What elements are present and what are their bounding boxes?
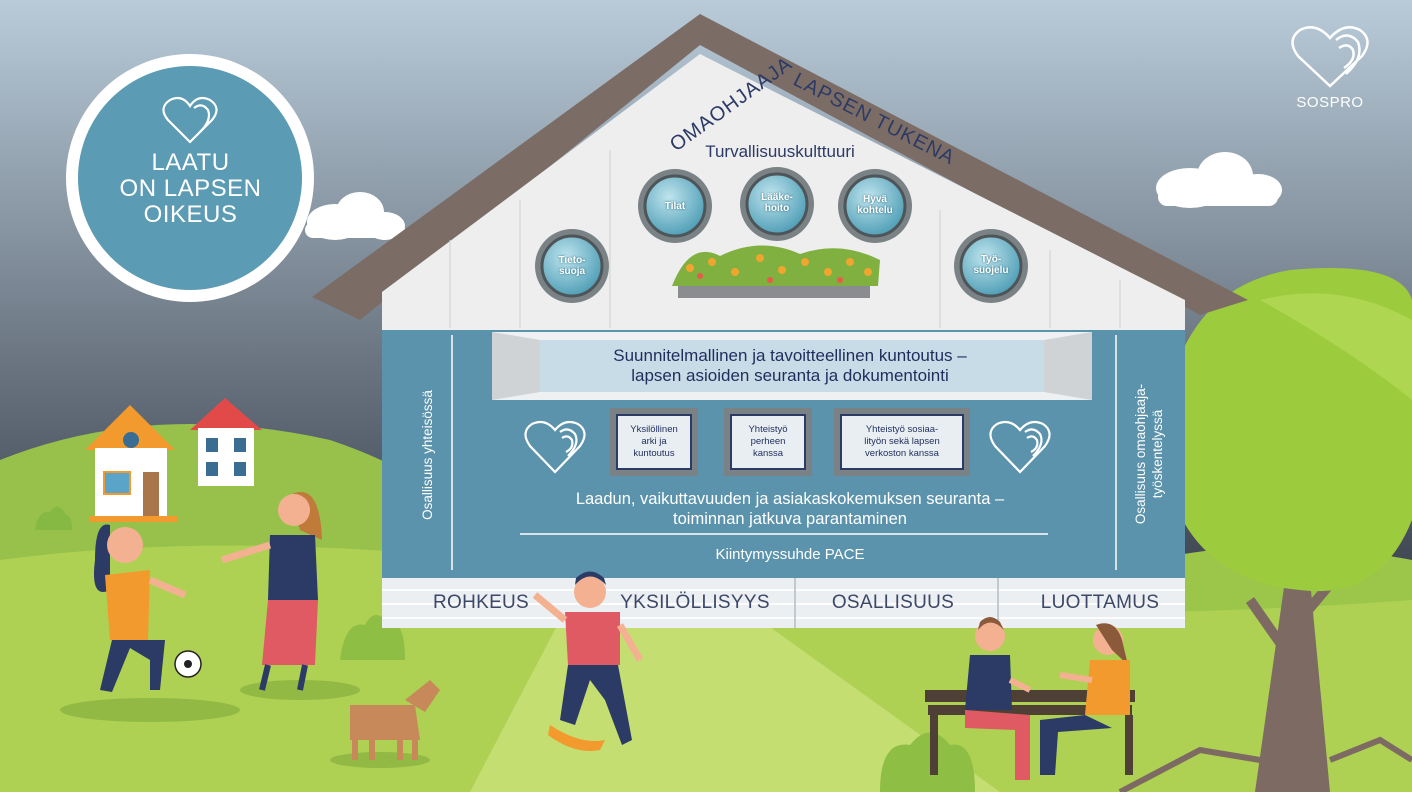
boy-skateboarding bbox=[532, 571, 644, 751]
panel-line-2: lapsen asioiden seuranta ja dokumentoint… bbox=[631, 366, 949, 385]
panel-line-1: Suunnitelmallinen ja tavoitteellinen kun… bbox=[613, 346, 967, 365]
foundation-rohkeus: ROHKEUS bbox=[432, 592, 530, 613]
tree bbox=[1118, 268, 1412, 792]
dog bbox=[330, 680, 440, 768]
quality-line-1: Laadun, vaikuttavuuden ja asiakaskokemuk… bbox=[575, 490, 1005, 508]
right-vertical-line-2: työskentelyssä bbox=[1150, 409, 1165, 499]
bush bbox=[880, 732, 975, 792]
badge-line-3: OIKEUS bbox=[143, 201, 238, 228]
sospro-logo-text: SOSPRO bbox=[1296, 94, 1364, 111]
badge-title: LAATU ON LAPSEN OIKEUS bbox=[88, 150, 293, 228]
heart-logo-icon bbox=[162, 96, 218, 144]
badge-line-2: ON LAPSEN bbox=[119, 175, 262, 202]
small-house-red bbox=[190, 398, 262, 486]
attic-title: Turvallisuuskulttuuri bbox=[705, 142, 855, 161]
window-label-tilat: Tilat bbox=[664, 201, 686, 212]
girl-soccer bbox=[60, 524, 240, 722]
woman-standing bbox=[220, 492, 360, 700]
foundation-luottamus: LUOTTAMUS bbox=[1040, 592, 1160, 613]
badge-circle bbox=[66, 54, 314, 302]
bush bbox=[35, 506, 72, 530]
heart-logo-icon bbox=[989, 420, 1051, 474]
badge-line-1: LAATU bbox=[151, 149, 230, 176]
sub-box-frames bbox=[610, 408, 970, 476]
foundation-osallisuus: OSALLISUUS bbox=[831, 592, 955, 613]
right-vertical-label: Osallisuus omaohjaaja- työskentelyssä bbox=[1132, 354, 1168, 554]
round-window-tietosuoja bbox=[535, 229, 609, 303]
small-house-orange bbox=[85, 405, 178, 522]
window-label-tietosuoja: Tieto-suoja bbox=[558, 255, 586, 277]
window-label-tyosuojelu: Työ-suojelu bbox=[973, 254, 1009, 276]
round-window-kohtelu bbox=[838, 169, 912, 243]
quality-line-2: toiminnan jatkuva parantaminen bbox=[673, 510, 907, 528]
round-window-laakehoito bbox=[740, 167, 814, 241]
cloud-left bbox=[305, 192, 405, 240]
cloud-right bbox=[1156, 152, 1282, 208]
foundation-yksilollisyys: YKSILÖLLISYYS bbox=[620, 592, 770, 613]
heart-logo-icon bbox=[524, 420, 586, 474]
attachment-pace: Kiintymyssuhde PACE bbox=[715, 546, 865, 563]
left-vertical-label: Osallisuus yhteisössä bbox=[420, 390, 435, 520]
sospro-heart-icon bbox=[1291, 26, 1369, 88]
window-label-laakehoito: Lääke-hoito bbox=[761, 192, 793, 214]
flower-box bbox=[672, 245, 880, 298]
round-window-tyosuojelu bbox=[954, 229, 1028, 303]
right-vertical-line-1: Osallisuus omaohjaaja- bbox=[1133, 383, 1148, 525]
bench-with-people bbox=[925, 617, 1135, 780]
round-window-tilat bbox=[638, 169, 712, 243]
